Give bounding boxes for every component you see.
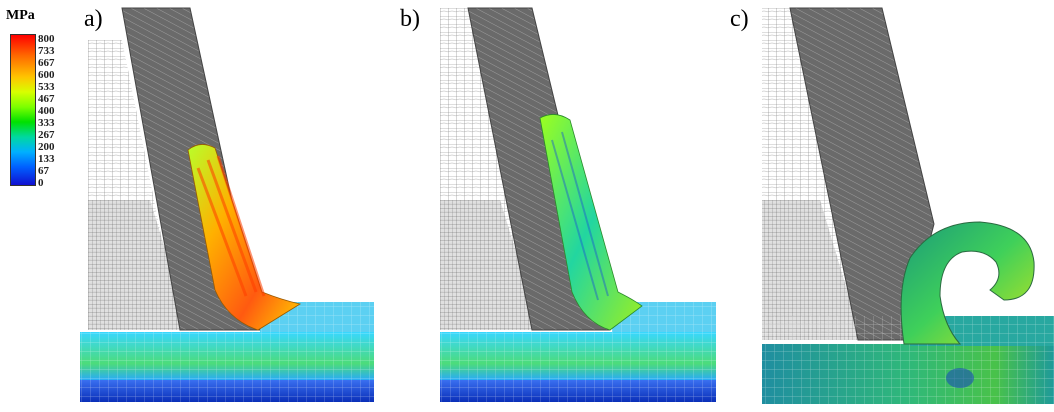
panel-c-dense-mesh [762,200,862,340]
legend-color-bar [10,34,36,186]
legend-tick: 800 [38,33,55,45]
legend-tick: 133 [38,153,55,165]
panel-c-low-stress-zone [946,368,974,388]
panel-a-workpiece-grid [80,332,374,402]
panel-b-chip-band [551,131,609,301]
legend-tick: 333 [38,117,55,129]
panel-a-dense-mesh [88,200,190,330]
panel-c-curled-chip [900,221,1035,345]
legend-tick: 733 [38,45,55,57]
legend-tick: 267 [38,129,55,141]
legend-tick: 600 [38,69,55,81]
legend-tick: 0 [38,177,44,189]
legend-tick: 400 [38,105,55,117]
panel-b-simulation [440,7,716,402]
panel-label-c: c) [730,6,749,32]
panel-label-a: a) [84,6,103,32]
legend-tick: 467 [38,93,55,105]
legend-tick: 67 [38,165,49,177]
panel-a-chip-hotband [196,155,266,297]
legend-tick: 200 [38,141,55,153]
panel-b-workpiece-grid [440,332,716,402]
legend-tick: 533 [38,81,55,93]
panel-b-dense-mesh [440,200,540,330]
panel-c-simulation [762,7,1054,404]
panel-b-chip [539,114,643,331]
legend-tick: 667 [38,57,55,69]
panel-a-simulation [80,7,374,402]
legend-unit: MPa [6,8,35,23]
panel-label-b: b) [400,6,420,32]
stress-colorbar-legend: MPa 800 733 667 600 533 467 400 333 267 … [2,8,80,189]
